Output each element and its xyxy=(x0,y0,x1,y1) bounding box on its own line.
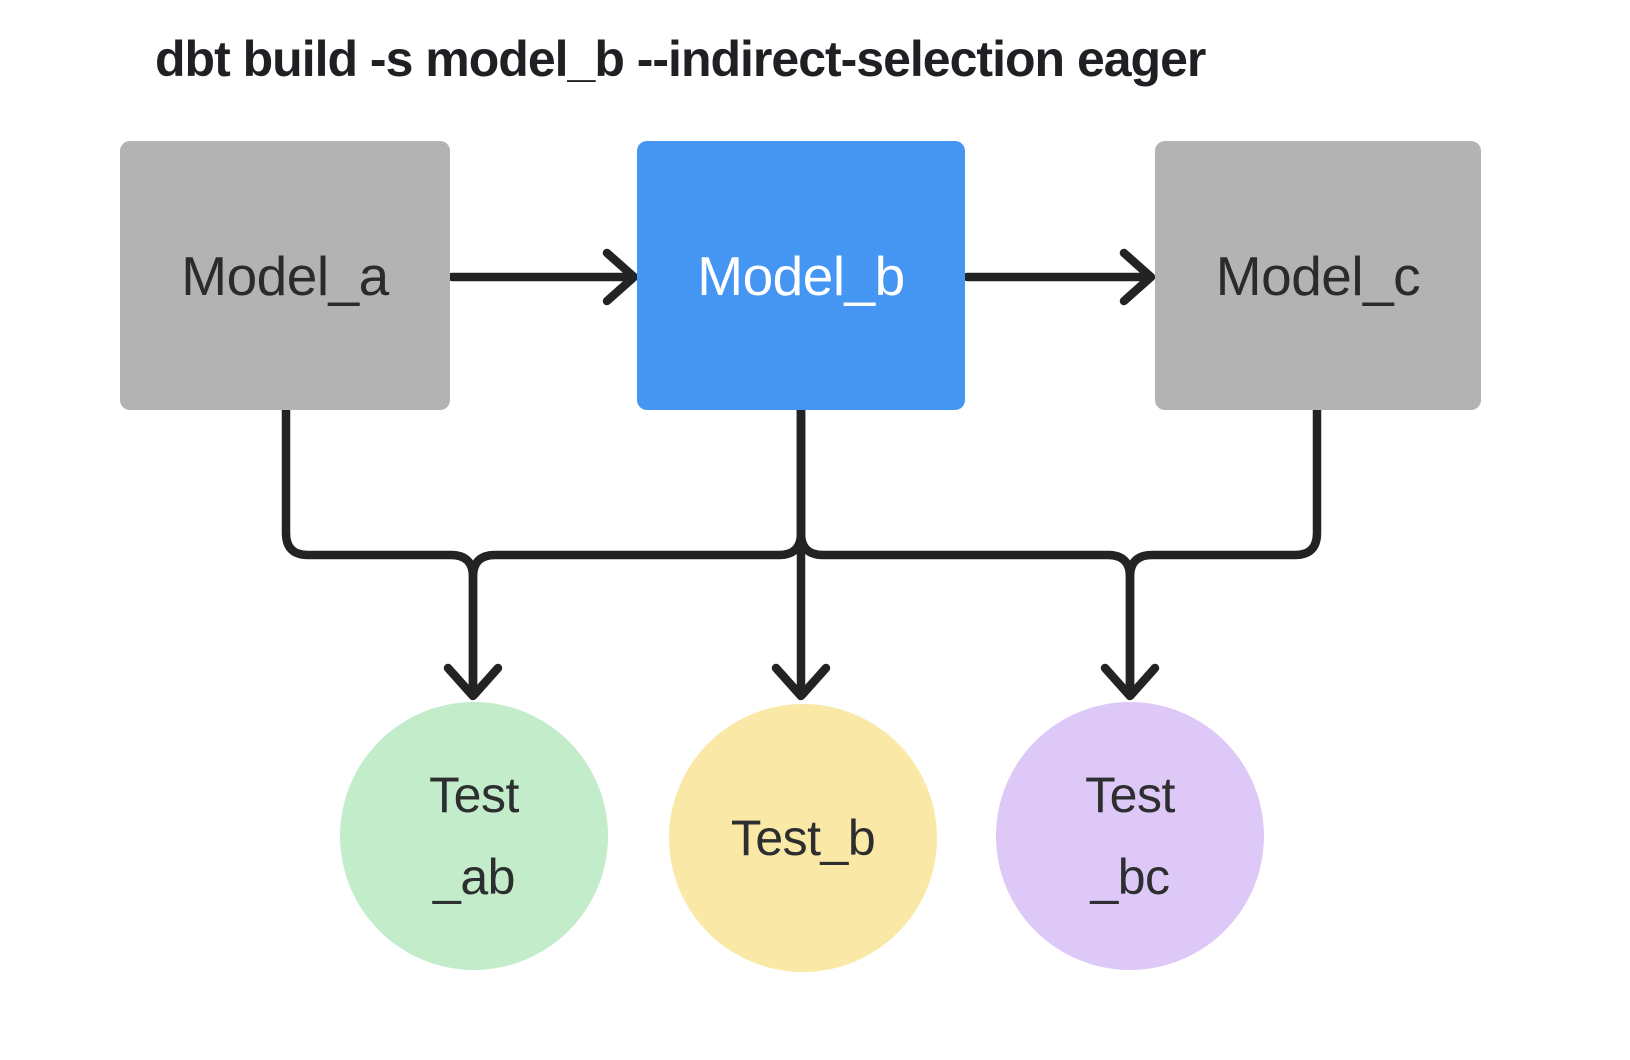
node-model-c: Model_c xyxy=(1155,141,1481,410)
edge-model-b-to-model-c xyxy=(962,248,1156,306)
arrowhead-test-b xyxy=(771,663,831,701)
node-model-a-label: Model_a xyxy=(181,244,389,307)
node-test-bc-label-line1: Test xyxy=(1085,767,1175,823)
arrowhead-test-ab xyxy=(443,663,503,701)
node-model-b-label: Model_b xyxy=(697,244,905,307)
node-model-c-label: Model_c xyxy=(1215,244,1421,307)
node-test-ab-label-line2: _ab xyxy=(433,849,515,905)
node-test-ab-label-line1: Test xyxy=(429,767,519,823)
node-test-bc: Test _bc xyxy=(996,702,1264,970)
arrowhead-test-bc xyxy=(1100,663,1160,701)
node-test-bc-label-line2: _bc xyxy=(1090,849,1170,905)
node-test-b-label: Test_b xyxy=(730,810,876,866)
diagram-title: dbt build -s model_b --indirect-selectio… xyxy=(155,31,1206,87)
edge-model-c-to-test-bc xyxy=(1125,395,1322,693)
node-model-a: Model_a xyxy=(120,141,450,410)
edge-model-b-to-test-bc xyxy=(796,395,1135,693)
node-test-ab: Test _ab xyxy=(340,702,608,970)
edge-model-a-to-model-b xyxy=(447,248,639,306)
node-model-b-selected: Model_b xyxy=(637,141,965,410)
edge-model-b-to-test-ab xyxy=(468,395,806,693)
node-test-b: Test_b xyxy=(669,704,937,972)
edge-model-a-to-test-ab xyxy=(281,395,478,693)
